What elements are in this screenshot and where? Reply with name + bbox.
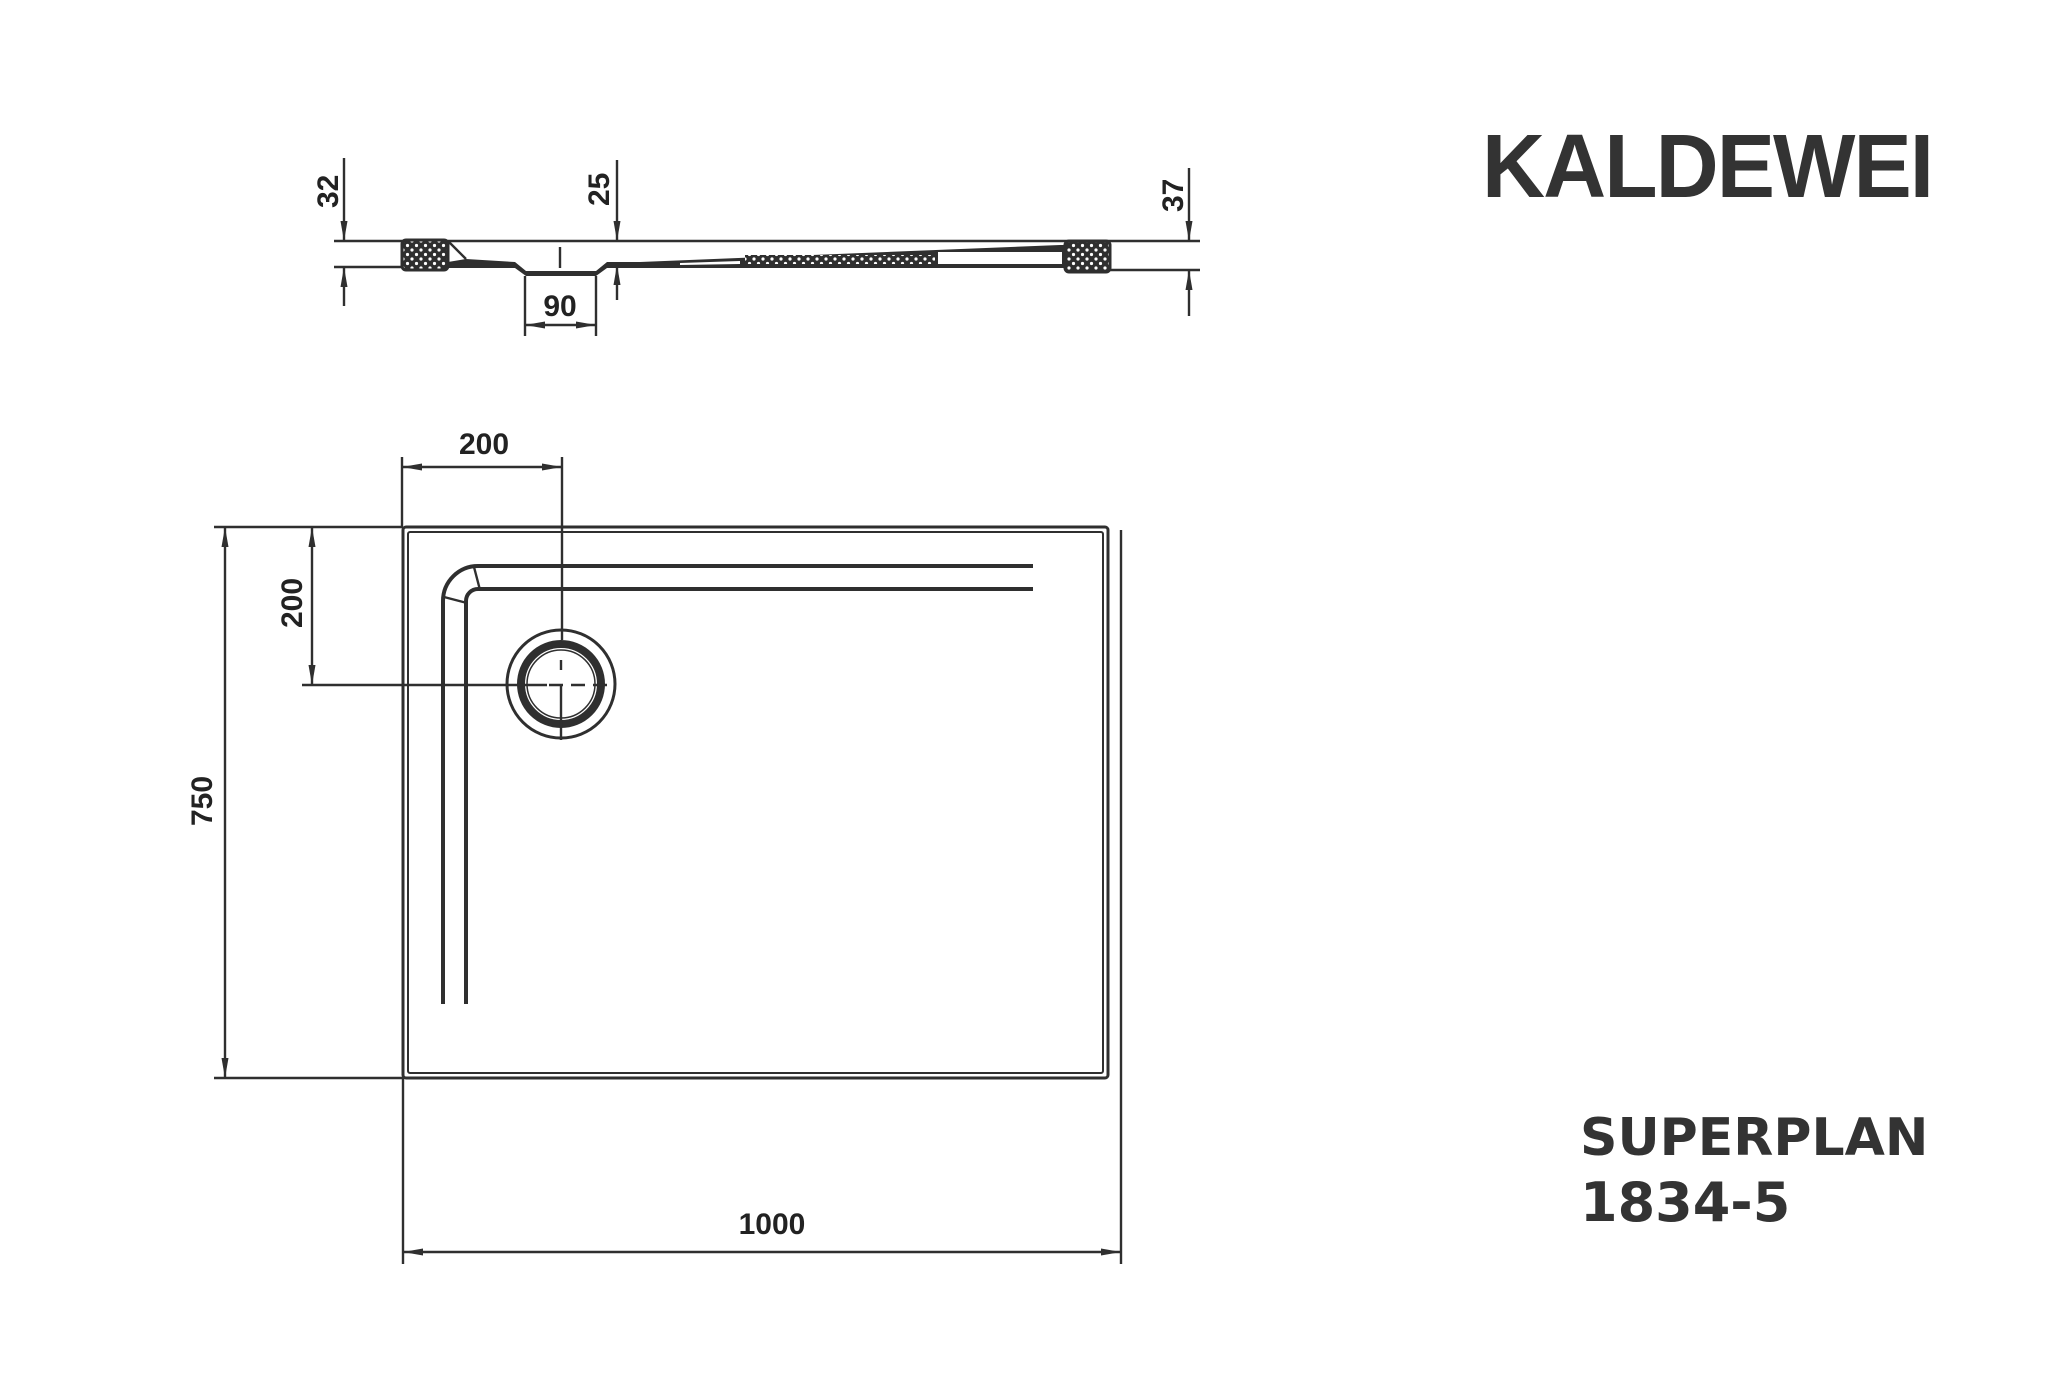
drainage-groove [441, 564, 1033, 1004]
svg-text:37: 37 [1157, 179, 1190, 212]
dimension-rim-height-left: 32 [312, 158, 348, 306]
dimension-drain-offset-y: 200 [214, 525, 403, 685]
svg-text:90: 90 [543, 290, 576, 323]
plan-view: 200 200 750 1000 [186, 428, 1123, 1264]
svg-text:1000: 1000 [739, 1208, 806, 1241]
svg-text:750: 750 [186, 776, 219, 826]
dimension-drain-height: 25 [583, 160, 621, 300]
svg-text:32: 32 [312, 175, 345, 208]
svg-text:200: 200 [276, 578, 309, 628]
dimension-width: 1000 [401, 530, 1123, 1264]
dimension-drain-width: 90 [523, 276, 598, 336]
dimension-rim-height-right: 37 [1157, 168, 1193, 316]
svg-text:25: 25 [583, 173, 616, 206]
left-support-pad [400, 238, 450, 272]
dimension-drain-offset-x: 200 [400, 428, 564, 640]
dimension-depth: 750 [186, 527, 403, 1080]
svg-text:200: 200 [459, 428, 509, 461]
right-support-pad [1063, 239, 1112, 274]
product-name: SUPERPLAN [1580, 1108, 1929, 1168]
tray-outline [401, 525, 1110, 1080]
drain-icon [302, 628, 617, 740]
kaldewei-logo: KALDEWEI [1482, 117, 1934, 217]
section-view: 32 25 90 37 [312, 158, 1200, 336]
product-code: 1834-5 [1580, 1171, 1791, 1234]
